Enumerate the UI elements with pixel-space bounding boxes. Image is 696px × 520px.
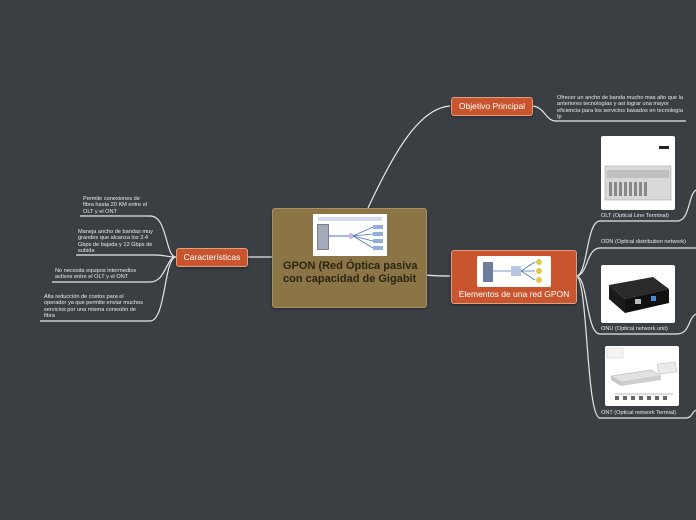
connector-el-4 <box>575 275 686 419</box>
topic-elementos[interactable]: Elementos de una red GPON <box>451 250 577 304</box>
central-title: GPON (Red Óptica pasiva con capacidad de… <box>283 260 418 285</box>
connector-el-2 <box>575 247 696 277</box>
connector-el-1 <box>575 220 677 277</box>
onu-device-image <box>601 265 675 323</box>
connector-car-1 <box>80 215 177 258</box>
caracteristica-item: Alta reducción de costos para el operado… <box>44 294 143 320</box>
topic-elementos-label: Elementos de una red GPON <box>458 289 570 299</box>
gpon-network-image <box>313 214 387 256</box>
caracteristica-item: Maneja ancho de bandas muy grandes que a… <box>78 229 153 255</box>
connector-car-2 <box>76 254 177 258</box>
elemento-label: OLT (Optical Line Terminal) <box>601 213 669 219</box>
gpon-elements-image <box>477 256 551 287</box>
connector-objetivo-text <box>530 105 686 122</box>
caracteristica-item: Permite conexiones de fibra hasta 20 KM … <box>83 196 148 215</box>
caracteristica-item: No necesita equipos intermedios activos … <box>55 268 137 281</box>
topic-caracteristicas[interactable]: Características <box>176 248 248 267</box>
connector-el-3 <box>575 275 677 335</box>
olt-device-image <box>601 136 675 210</box>
connector-elementos <box>424 274 451 277</box>
central-topic[interactable]: GPON (Red Óptica pasiva con capacidad de… <box>272 208 427 308</box>
elemento-label: ONU (Optical network unit) <box>601 326 668 332</box>
elemento-label: ODN (Optical distribution network) <box>601 239 686 245</box>
topic-caracteristicas-label: Características <box>183 252 241 262</box>
connector-objetivo <box>367 105 451 209</box>
connector-car-4 <box>40 256 177 322</box>
objetivo-text: Ofrecer un ancho de banda mucho mas alto… <box>557 95 683 121</box>
topic-objetivo-label: Objetivo Principal <box>458 101 526 111</box>
elemento-label: ONT (Optical network Termial) <box>601 410 677 416</box>
topic-objetivo[interactable]: Objetivo Principal <box>451 97 533 116</box>
ont-device-image <box>605 346 679 406</box>
